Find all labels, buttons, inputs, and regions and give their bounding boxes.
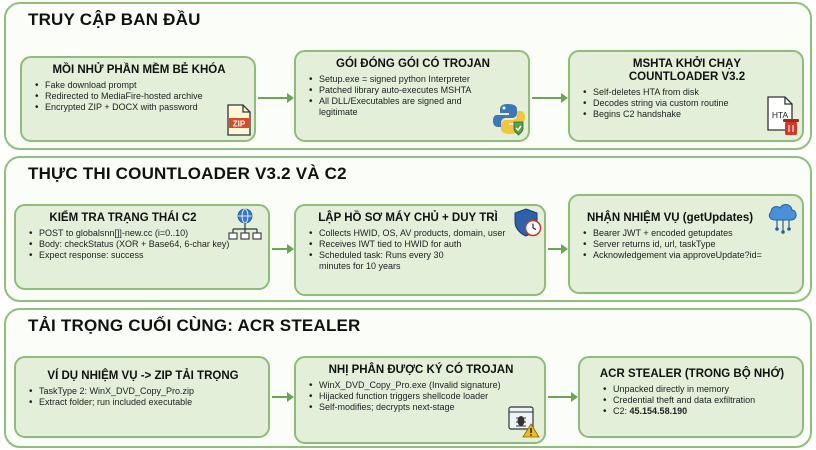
section-final-payload: TẢI TRỌNG CUỐI CÙNG: ACR STEALER VÍ DỤ N…: [4, 308, 812, 448]
shield-clock-icon: [514, 208, 542, 238]
card-acr-stealer-in-memory: ACR STEALER (TRONG BỘ NHỚ) Unpacked dire…: [578, 356, 804, 438]
hta-icon-label: HTA: [772, 110, 789, 120]
card-title: GÓI ĐÓNG GÓI CÓ TROJAN: [336, 58, 490, 70]
cloud-network-icon: [766, 200, 800, 234]
c2-label: C2:: [613, 406, 628, 416]
list-item: POST to globalsnn[]]-new.cc (i=0..10): [28, 228, 258, 239]
list-item: Self-modifies; decrypts next-stage: [308, 402, 534, 413]
list-item: Redirected to MediaFire-hosted archive: [34, 91, 244, 102]
list-item: Server returns id, url, taskType: [582, 239, 792, 250]
list-item: Self-deletes HTA from disk: [582, 87, 792, 98]
list-item-c2: C2: 45.154.58.190: [602, 406, 792, 417]
card-title: KIỂM TRA TRẠNG THÁI C2: [49, 212, 197, 224]
card-trojanized-package: GÓI ĐÓNG GÓI CÓ TROJAN Setup.exe = signe…: [294, 50, 530, 142]
c2-ip-address: 45.154.58.190: [629, 406, 688, 416]
list-item: Receives IWT tied to HWID for auth: [308, 239, 534, 250]
zip-file-icon: ZIP: [226, 104, 252, 136]
card-cracked-software-lure: MỒI NHỬ PHẦN MỀM BẺ KHÓA Fake download p…: [20, 56, 256, 142]
flow-arrow: [272, 392, 294, 402]
section-initial-access: TRUY CẬP BAN ĐẦU MỒI NHỬ PHẦN MỀM BẺ KHÓ…: [4, 2, 812, 150]
card-trojanized-signed-binary: NHỊ PHÂN ĐƯỢC KÝ CÓ TROJAN WinX_DVD_Copy…: [294, 356, 546, 444]
card-mshta-launches-countloader: MSHTA KHỞI CHẠY COUNTLOADER V3.2 Self-de…: [568, 50, 804, 142]
card-title: NHẬN NHIỆM VỤ (getUpdates): [586, 212, 754, 224]
list-item: Scheduled task: Runs every 30 minutes fo…: [308, 250, 534, 272]
card-title: LẬP HỒ SƠ MÁY CHỦ + DUY TRÌ: [318, 212, 498, 224]
flow-arrow: [548, 244, 568, 254]
list-item: WinX_DVD_Copy_Pro.exe (Invalid signature…: [308, 380, 534, 391]
list-item: Fake download prompt: [34, 80, 244, 91]
list-item: Unpacked directly in memory: [602, 384, 792, 395]
section-title: TRUY CẬP BAN ĐẦU: [28, 10, 201, 29]
card-host-profiling-persistence: LẬP HỒ SƠ MÁY CHỦ + DUY TRÌ Collects HWI…: [294, 204, 546, 296]
section-title: THỰC THI COUNTLOADER V3.2 VÀ C2: [28, 164, 347, 183]
python-shield-icon: [492, 102, 526, 136]
list-item: TaskType 2: WinX_DVD_Copy_Pro.zip: [28, 386, 258, 397]
list-item: Begins C2 handshake: [582, 109, 792, 120]
list-item: Collects HWID, OS, AV products, domain, …: [308, 228, 534, 239]
card-c2-status-check: KIỂM TRA TRẠNG THÁI C2 POST to globalsnn…: [14, 204, 270, 290]
list-item: Encrypted ZIP + DOCX with password: [34, 102, 244, 113]
list-item: Bearer JWT + encoded getupdates: [582, 228, 792, 239]
list-item: Setup.exe = signed python Interpreter: [308, 74, 490, 85]
section-title: TẢI TRỌNG CUỐI CÙNG: ACR STEALER: [28, 316, 361, 335]
list-item: Hijacked function triggers shellcode loa…: [308, 391, 534, 402]
card-title: MỒI NHỬ PHẦN MỀM BẺ KHÓA: [52, 64, 226, 76]
list-item: Extract folder; run included executable: [28, 397, 258, 408]
flow-arrow: [272, 244, 294, 254]
card-title: VÍ DỤ NHIỆM VỤ -> ZIP TẢI TRỌNG: [47, 370, 239, 382]
flow-arrow: [532, 93, 568, 103]
card-title: ACR STEALER (TRONG BỘ NHỚ): [599, 368, 785, 380]
list-item: Decodes string via custom routine: [582, 98, 792, 109]
flow-arrow: [258, 93, 294, 103]
card-title: MSHTA KHỞI CHẠY COUNTLOADER V3.2: [628, 58, 746, 83]
list-item: Credential theft and data exfiltration: [602, 395, 792, 406]
hta-file-trash-icon: HTA: [766, 96, 800, 136]
list-item: Patched library auto-executes MSHTA: [308, 85, 490, 96]
card-receive-tasks: NHẬN NHIỆM VỤ (getUpdates) Bearer JWT + …: [568, 194, 804, 294]
bug-warning-icon: [508, 406, 540, 438]
section-countloader-execution: THỰC THI COUNTLOADER V3.2 VÀ C2 KIỂM TRA…: [4, 156, 812, 302]
list-item: Acknowledgement via approveUpdate?id=: [582, 250, 792, 261]
network-globe-icon: [228, 208, 262, 244]
card-title: NHỊ PHÂN ĐƯỢC KÝ CÓ TROJAN: [328, 364, 514, 376]
flow-arrow: [548, 392, 578, 402]
card-task-example-zip: VÍ DỤ NHIỆM VỤ -> ZIP TẢI TRỌNG TaskType…: [14, 356, 270, 438]
zip-icon-label: ZIP: [233, 120, 246, 129]
list-item: Body: checkStatus (XOR + Base64, 6-char …: [28, 239, 258, 250]
list-item: All DLL/Executables are signed and legit…: [308, 96, 490, 118]
list-item: Expect response: success: [28, 250, 258, 261]
